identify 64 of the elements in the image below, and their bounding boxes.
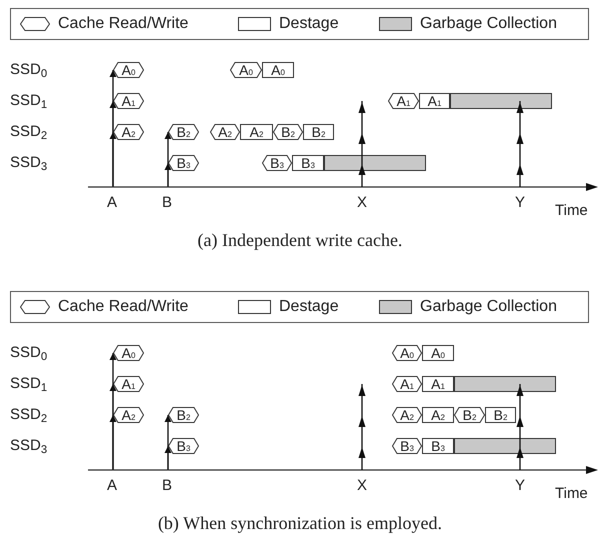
cache-hexagon [392, 407, 422, 423]
arrow [164, 415, 172, 470]
time-label: A [106, 477, 118, 495]
arrow [110, 353, 116, 470]
ssd-label: SSD$_{2}$ [10, 122, 48, 142]
axis-title: Time [555, 485, 588, 503]
cache-hexagon [168, 124, 199, 140]
arrow [164, 132, 172, 187]
destage-box [303, 124, 334, 140]
legend-text: Destage [279, 297, 339, 317]
ssd-label: SSD$_{1}$ [10, 91, 48, 111]
arrow [110, 70, 116, 187]
time-label: B [160, 194, 173, 212]
axis-title: Time [555, 202, 588, 220]
cache-hexagon [392, 345, 422, 361]
destage-box [422, 438, 454, 454]
cache-hexagon [388, 93, 419, 109]
destage-box [419, 93, 450, 109]
legend-text: Garbage Collection [420, 297, 557, 317]
destage-box [422, 407, 454, 423]
destage-box [262, 62, 294, 78]
destage-box [422, 345, 454, 361]
caption: (a) Independent write cache. [196, 229, 404, 251]
cache-hexagon [113, 407, 144, 423]
gc-bar [324, 155, 426, 171]
time-label: Y [514, 477, 526, 495]
time-label: Y [514, 194, 526, 212]
gc-bar [454, 376, 556, 392]
ssd-label: SSD$_{3}$ [10, 436, 48, 456]
destage-box [422, 376, 454, 392]
cache-hexagon [230, 62, 262, 78]
ssd-label: SSD$_{2}$ [10, 405, 48, 425]
destage-box [240, 124, 273, 140]
gc-bar [450, 93, 552, 109]
time-label: X [356, 477, 368, 495]
cache-hexagon [113, 124, 144, 140]
cache-hexagon [454, 407, 485, 423]
cache-hexagon [392, 438, 422, 454]
time-label: A [106, 194, 118, 212]
cache-hexagon [168, 407, 199, 423]
legend-text: Cache Read/Write [58, 14, 188, 34]
cache-hexagon [168, 438, 199, 454]
cache-hexagon [392, 376, 422, 392]
legend-text: Cache Read/Write [58, 297, 188, 317]
caption: (b) When synchronization is employed. [156, 512, 444, 534]
cache-hexagon [210, 124, 240, 140]
gc-bar [454, 438, 556, 454]
cache-hexagon [113, 345, 144, 361]
ssd-label: SSD$_{1}$ [10, 374, 48, 394]
destage-box [485, 407, 516, 423]
cache-hexagon [113, 376, 144, 392]
ssd-label: SSD$_{0}$ [10, 343, 48, 363]
cache-hexagon [273, 124, 303, 140]
time-label: B [160, 477, 173, 495]
cache-hexagon [168, 155, 199, 171]
cache-hexagon [262, 155, 292, 171]
legend-text: Garbage Collection [420, 14, 557, 34]
ssd-label: SSD$_{3}$ [10, 153, 48, 173]
ssd-label: SSD$_{0}$ [10, 60, 48, 80]
legend-text: Destage [279, 14, 339, 34]
cache-hexagon [113, 62, 144, 78]
destage-box [292, 155, 324, 171]
cache-hexagon [113, 93, 144, 109]
time-label: X [356, 194, 368, 212]
